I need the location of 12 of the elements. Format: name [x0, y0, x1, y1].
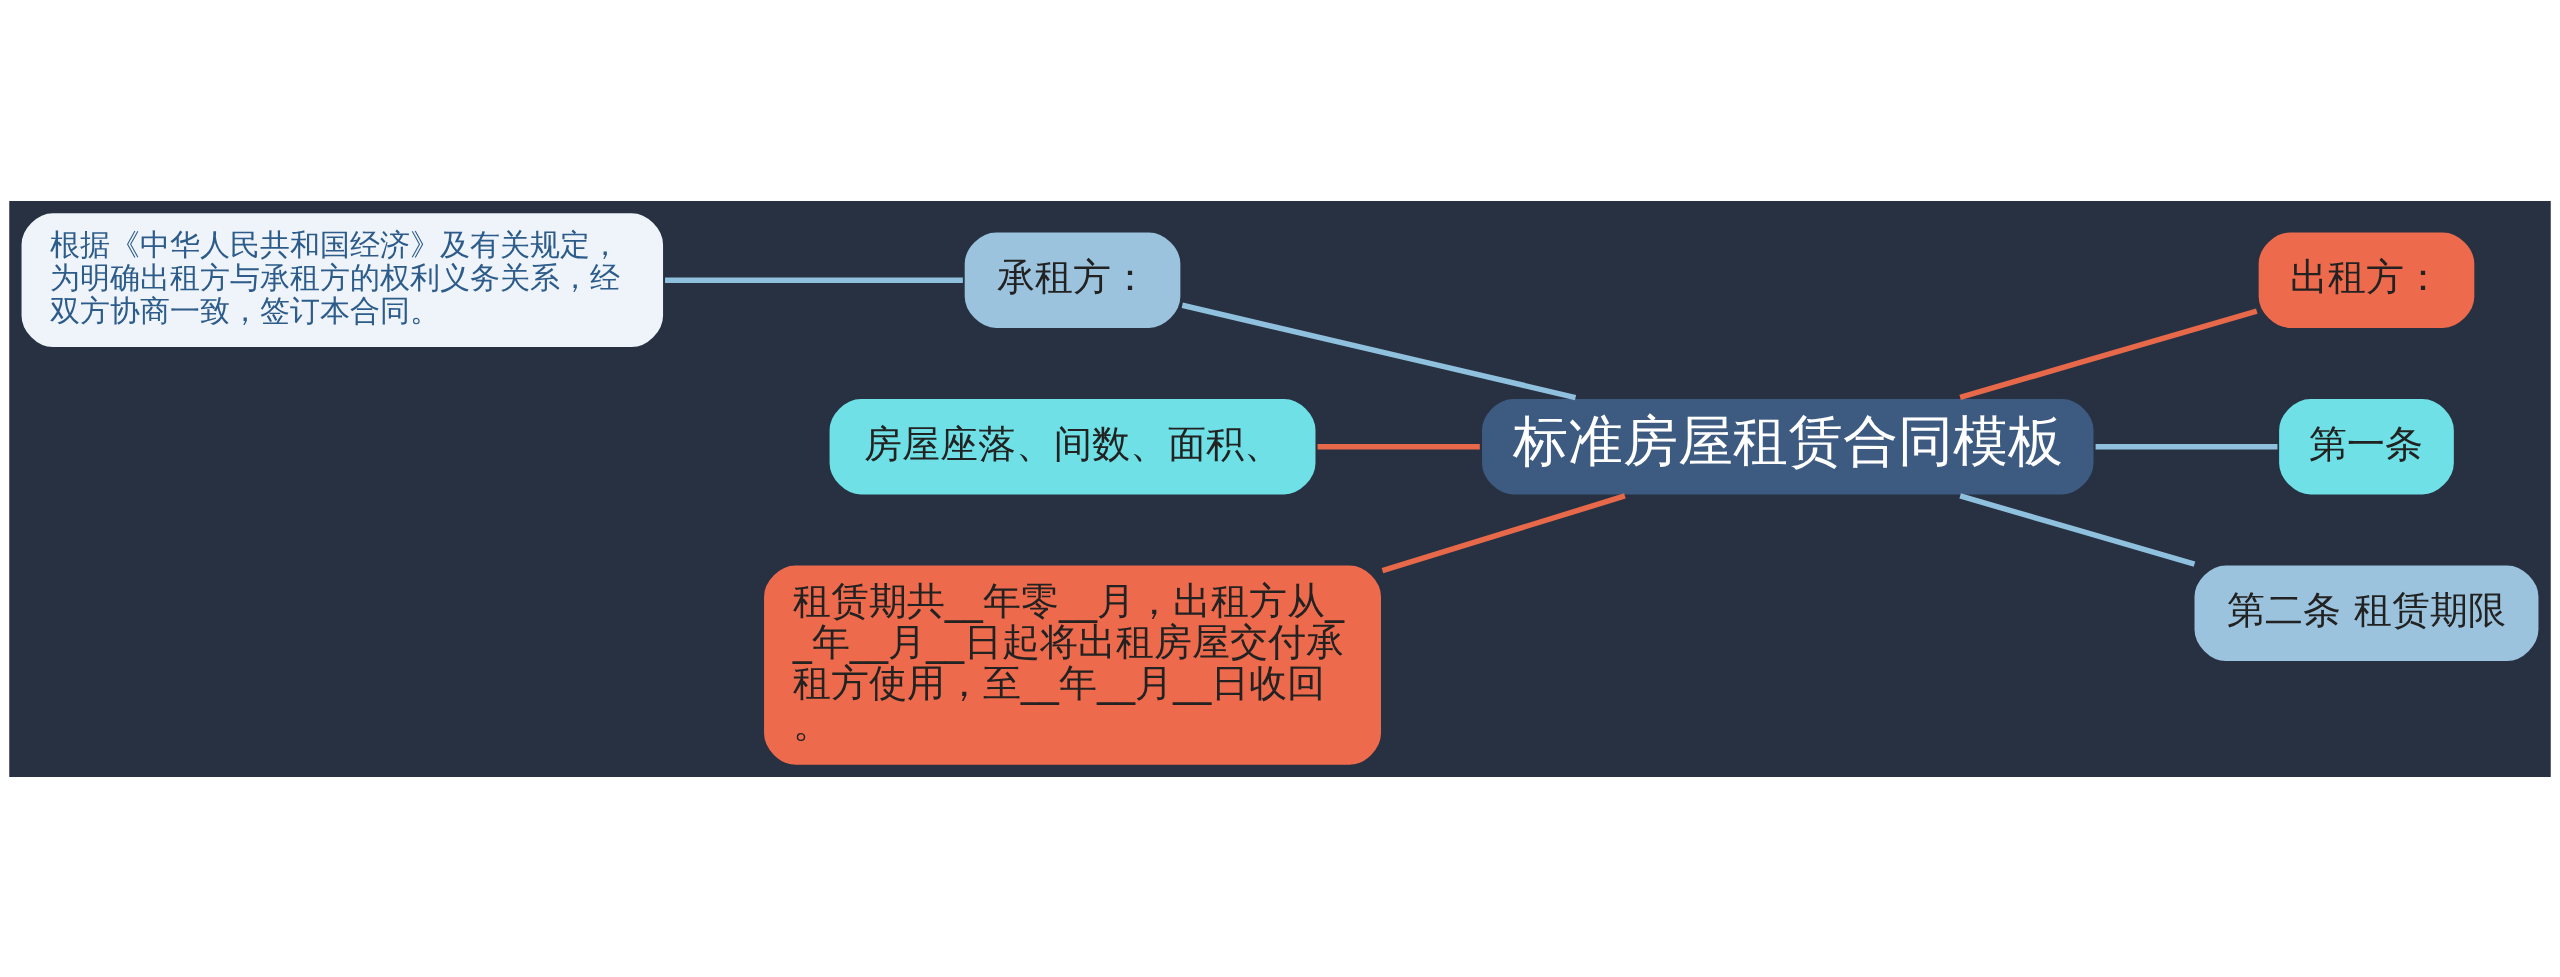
connector — [1381, 492, 1626, 573]
connector — [1959, 492, 2196, 567]
node-box: 第二条 租赁期限 — [2191, 562, 2542, 664]
node-box: 租赁期共__年零__月，出租方从__年__月__日起将出租房屋交付承租方使用，至__年__月__日收回。 — [761, 562, 1384, 767]
node-box: 根据《中华人民共和国经济》及有关规定，为明确出租方与承租方的权利义务关系，经双方协商一致，签订本合同。 — [18, 210, 666, 350]
connector — [1959, 308, 2258, 400]
connector — [1317, 443, 1480, 449]
connector — [665, 276, 963, 283]
node-box: 出租方： — [2255, 229, 2478, 331]
connector — [2095, 443, 2278, 449]
node-box: 承租方： — [961, 229, 1184, 331]
connector — [1181, 302, 1577, 400]
